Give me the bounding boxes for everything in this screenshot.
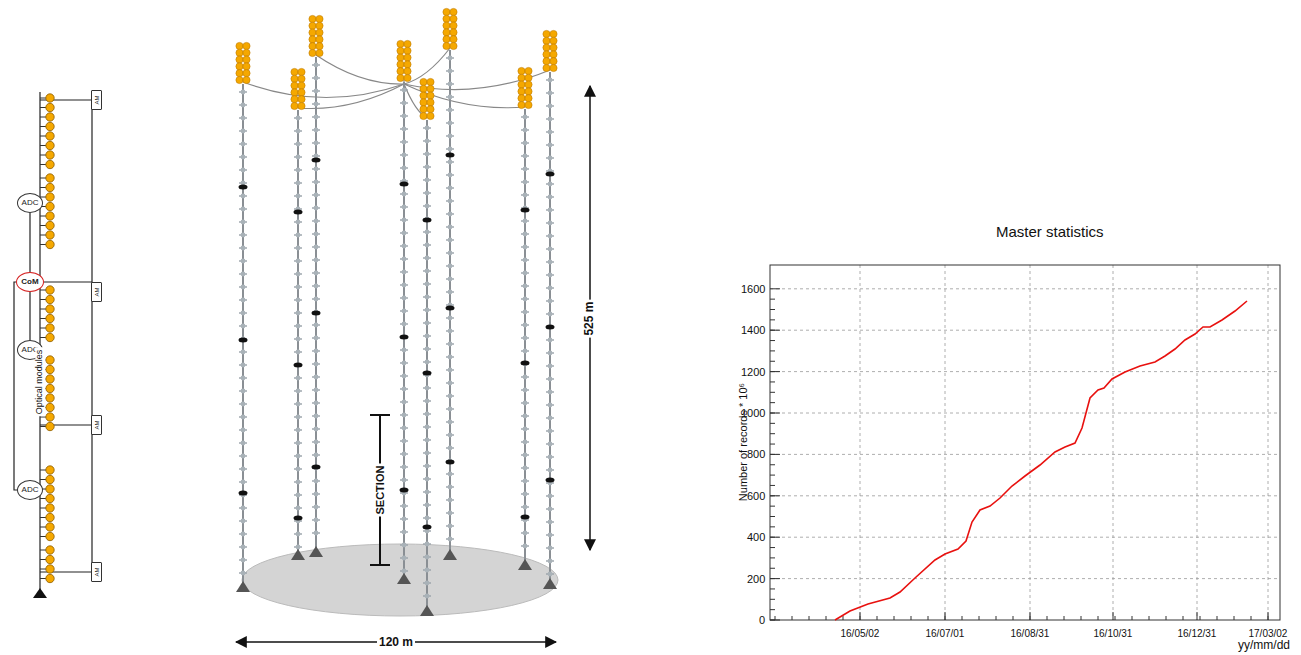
- axis-title: yy/mm/dd: [1238, 639, 1290, 652]
- axis-title: Number of records * 10⁶: [737, 383, 749, 501]
- module-box: AM: [91, 415, 102, 435]
- signal-wire: [29, 292, 30, 340]
- node-text: ADC: [22, 486, 39, 494]
- com-circle: CoM: [16, 272, 44, 292]
- section-label: SECTION: [374, 464, 386, 517]
- tick-label: 16/12/31: [1178, 628, 1217, 639]
- signal-wire: [29, 213, 30, 272]
- section-bracket: [370, 415, 390, 565]
- tick-label: 200: [747, 573, 765, 585]
- anchor-symbol: [33, 588, 47, 598]
- dimension-label: 525 m: [583, 299, 596, 337]
- section-wiring: [40, 92, 92, 590]
- signal-wire: [14, 282, 17, 490]
- module-box: AM: [91, 562, 102, 582]
- adc-circle: ADC: [17, 480, 43, 500]
- tick-label: 400: [747, 531, 765, 543]
- node-text: AM: [93, 288, 99, 297]
- node-text: CoM: [21, 278, 38, 286]
- dimension-label: 120 m: [377, 636, 415, 649]
- line-chart: [770, 265, 1280, 620]
- module-box: AM: [91, 282, 102, 302]
- node-text: ADC: [22, 199, 39, 207]
- chart-title: Master statistics: [996, 224, 1104, 241]
- module-box: AM: [91, 90, 102, 110]
- tick-label: 16/05/02: [841, 628, 880, 639]
- tick-label: 1400: [741, 324, 765, 336]
- cluster-strings: [236, 8, 557, 616]
- tick-label: 1000: [741, 407, 765, 419]
- group-label: Optical modules: [35, 348, 45, 417]
- tick-label: 600: [747, 490, 765, 502]
- tick-label: 16/08/31: [1011, 628, 1050, 639]
- tick-label: 1200: [741, 366, 765, 378]
- node-text: AM: [93, 421, 99, 430]
- tick-label: 17/03/02: [1249, 628, 1288, 639]
- tick-label: 16/10/31: [1094, 628, 1133, 639]
- node-text: AM: [93, 568, 99, 577]
- tick-label: 800: [747, 448, 765, 460]
- tick-label: 1600: [741, 283, 765, 295]
- tick-label: 0: [759, 614, 765, 626]
- tick-label: 16/07/01: [926, 628, 965, 639]
- adc-circle: ADC: [17, 193, 43, 213]
- node-text: AM: [93, 96, 99, 105]
- optical-module-column: [40, 94, 54, 583]
- lake-floor: [242, 544, 558, 616]
